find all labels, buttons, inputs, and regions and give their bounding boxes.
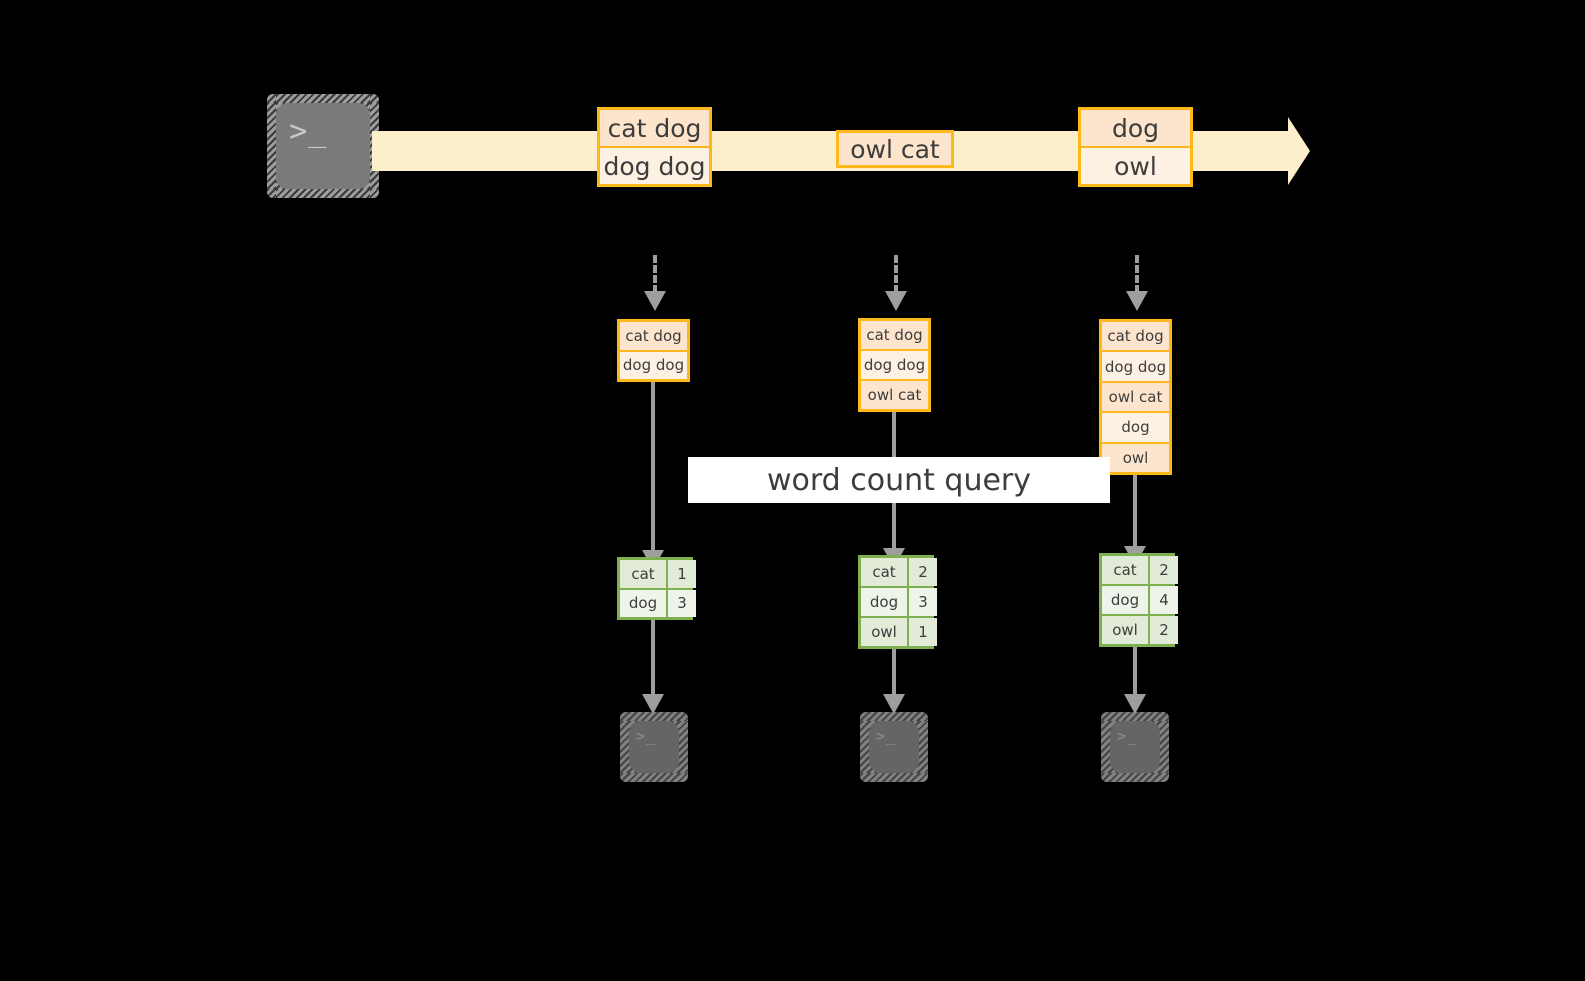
result-count: 2	[1150, 616, 1178, 644]
table-row: cat 2	[861, 558, 937, 586]
result-table-1: cat 1 dog 3	[617, 557, 696, 620]
record-line: cat dog	[600, 110, 709, 146]
table-row: dog 3	[620, 589, 696, 617]
snapshot-1: cat dog dog dog	[617, 319, 690, 382]
terminal-prompt-glyph: >_	[636, 727, 657, 746]
query-banner: word count query	[688, 457, 1110, 503]
stream-record-2: owl cat	[836, 130, 954, 168]
sink-terminal-icon-2: >_	[860, 712, 928, 782]
snapshot-drop-arrowhead-1	[644, 291, 666, 311]
snapshot-drop-arrowhead-3	[1126, 291, 1148, 311]
sink-terminal-icon-1: >_	[620, 712, 688, 782]
stream-arrow-head	[1288, 117, 1310, 185]
record-line: owl	[1081, 148, 1190, 184]
result-word: dog	[1102, 586, 1148, 614]
snapshot-line: dog	[1102, 413, 1169, 442]
query-banner-label: word count query	[766, 462, 1032, 498]
snapshot-line: cat dog	[861, 321, 928, 349]
snapshot-line: owl cat	[861, 381, 928, 409]
result-word: owl	[1102, 616, 1148, 644]
result-count: 2	[1150, 556, 1178, 584]
snapshot-line: cat dog	[1102, 322, 1169, 351]
stream-record-3: dog owl	[1078, 107, 1193, 187]
table-row: cat 1	[620, 560, 696, 588]
sink-terminal-icon-3: >_	[1101, 712, 1169, 782]
table-row: owl 2	[1102, 616, 1178, 644]
snapshot-drop-line-2	[894, 255, 898, 293]
terminal-prompt-glyph: >_	[876, 727, 897, 746]
record-line: dog	[1081, 110, 1190, 146]
result-count: 2	[909, 558, 937, 586]
snapshot-line: owl cat	[1102, 382, 1169, 412]
terminal-screen	[1110, 721, 1160, 773]
terminal-prompt-glyph: >_	[289, 113, 328, 149]
terminal-screen	[629, 721, 679, 773]
table-row: dog 4	[1102, 586, 1178, 614]
snapshot-line: dog dog	[620, 351, 687, 379]
result-table-2: cat 2 dog 3 owl 1	[858, 555, 937, 649]
table-row: owl 1	[861, 618, 937, 646]
snapshot-drop-line-1	[653, 255, 657, 293]
stream-record-1: cat dog dog dog	[597, 107, 712, 187]
table-row: dog 3	[861, 588, 937, 616]
record-line: dog dog	[600, 148, 709, 184]
result-word: owl	[861, 618, 907, 646]
snapshot-line: dog dog	[861, 351, 928, 379]
source-terminal-icon: >_	[267, 94, 379, 198]
output-line-1	[651, 620, 655, 698]
query-line-1	[651, 382, 655, 556]
query-line-3	[1133, 475, 1137, 556]
snapshot-line: dog dog	[1102, 352, 1169, 381]
terminal-screen	[869, 721, 919, 773]
snapshot-line: owl	[1102, 443, 1169, 473]
snapshot-2: cat dog dog dog owl cat	[858, 318, 931, 412]
output-line-3	[1133, 647, 1137, 699]
table-row: cat 2	[1102, 556, 1178, 584]
snapshot-drop-arrowhead-2	[885, 291, 907, 311]
snapshot-line: cat dog	[620, 322, 687, 350]
result-word: cat	[620, 560, 666, 588]
snapshot-drop-line-3	[1135, 255, 1139, 293]
output-arrowhead-2	[883, 694, 905, 714]
snapshot-3: cat dog dog dog owl cat dog owl	[1099, 319, 1172, 475]
output-arrowhead-3	[1124, 694, 1146, 714]
terminal-prompt-glyph: >_	[1117, 727, 1138, 746]
output-arrowhead-1	[642, 694, 664, 714]
result-count: 1	[668, 560, 696, 588]
result-word: cat	[861, 558, 907, 586]
result-count: 3	[909, 588, 937, 616]
result-word: dog	[861, 588, 907, 616]
terminal-screen	[276, 103, 370, 189]
result-count: 1	[909, 618, 937, 646]
result-word: cat	[1102, 556, 1148, 584]
result-count: 3	[668, 589, 696, 617]
result-word: dog	[620, 589, 666, 617]
record-line: owl cat	[839, 133, 951, 165]
result-table-3: cat 2 dog 4 owl 2	[1099, 553, 1178, 647]
output-line-2	[892, 649, 896, 699]
result-count: 4	[1150, 586, 1178, 614]
